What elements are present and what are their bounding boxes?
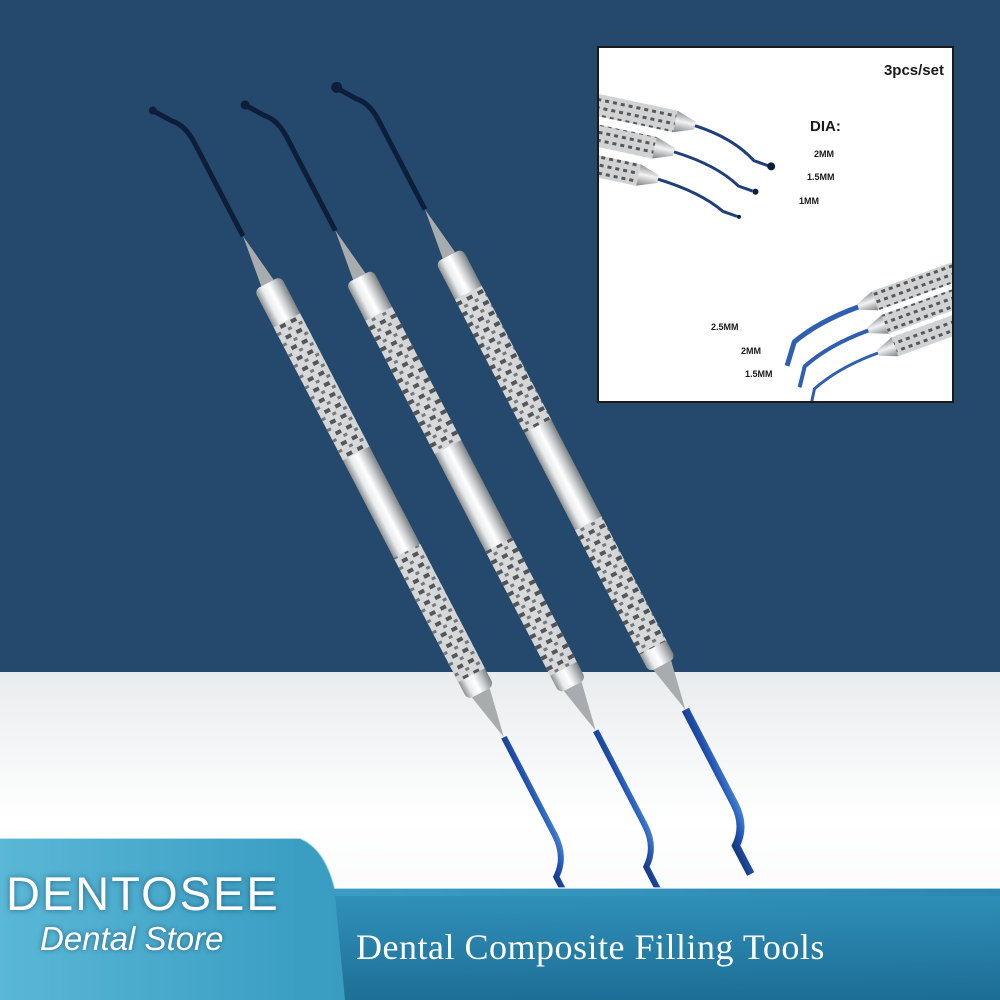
ball-size-label: 2MM — [814, 149, 834, 159]
paddle-size-label: 2.5MM — [711, 322, 739, 332]
ball-size-label: 1.5MM — [807, 172, 835, 182]
bottom-banner — [0, 838, 1000, 1000]
product-title: Dental Composite Filling Tools — [356, 927, 825, 967]
instrument-right — [331, 81, 755, 876]
ball-size-label: 1MM — [799, 196, 819, 206]
brand-name: DENTOSEE — [6, 867, 280, 920]
instrument-middle — [240, 100, 664, 897]
diameter-heading: DIA: — [810, 118, 841, 135]
size-detail-inset: 3pcs/set DIA: 2MM 1.5MM 1MM 2.5MM 2MM 1.… — [597, 46, 954, 403]
instrument-left — [148, 106, 572, 903]
banner-shape — [0, 838, 1000, 1000]
size-detail-illustration — [599, 92, 952, 401]
paddle-size-label: 1.5MM — [745, 369, 773, 379]
store-name: Dental Store — [40, 920, 224, 957]
set-count-label: 3pcs/set — [883, 62, 944, 79]
paddle-size-label: 2MM — [741, 346, 761, 356]
